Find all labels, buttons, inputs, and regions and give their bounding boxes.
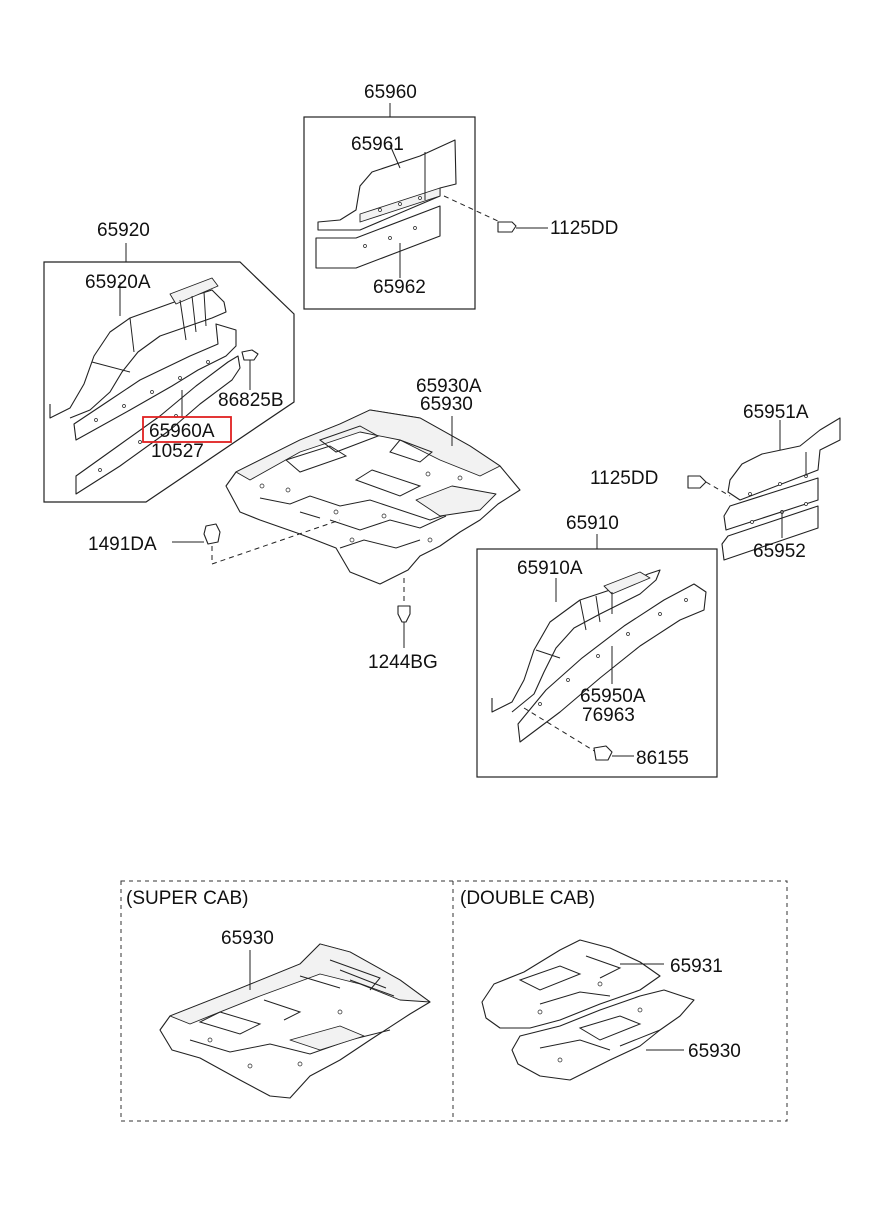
bracket-65961 xyxy=(317,139,457,231)
label-65930: 65930 xyxy=(420,394,473,415)
label-double-65930: 65930 xyxy=(688,1041,741,1062)
highlight-box-65960a xyxy=(142,416,232,443)
label-86825b: 86825B xyxy=(218,390,284,411)
bolt-1244bg: 1244BG xyxy=(368,578,438,673)
group-65920: 65920 65920A 65960A 10527 86825B xyxy=(43,220,295,503)
rail-10527 xyxy=(75,355,241,495)
bracket-65962 xyxy=(315,205,441,269)
label-super-cab: (SUPER CAB) xyxy=(126,888,248,909)
box-65920 xyxy=(43,261,295,503)
clip-1491da: 1491DA xyxy=(88,519,341,565)
label-65962: 65962 xyxy=(373,277,426,298)
label-65961: 65961 xyxy=(351,134,404,155)
label-double-65931: 65931 xyxy=(670,956,723,977)
group-65960: 65960 65961 65962 1125DD xyxy=(303,82,618,310)
label-1125dd-right: 1125DD xyxy=(590,468,658,489)
clip-1491da-shape xyxy=(203,523,221,545)
bolt-86155 xyxy=(593,745,613,761)
bolt-1125dd-top xyxy=(497,221,517,233)
label-65950a: 65950A xyxy=(580,686,646,707)
label-1125dd-top: 1125DD xyxy=(550,218,618,239)
rail-65920a xyxy=(49,289,227,419)
label-65952: 65952 xyxy=(753,541,806,562)
label-65960a: 65960A xyxy=(149,421,215,442)
rail-65960a xyxy=(73,323,237,441)
label-65930a: 65930A xyxy=(416,376,482,397)
bolt-86825b xyxy=(241,349,259,361)
label-65910: 65910 xyxy=(566,513,619,534)
bolt-1125dd-right xyxy=(687,475,707,489)
double-cab-floor-65930 xyxy=(511,989,695,1081)
cab-variants-box xyxy=(120,880,788,1122)
rail-65910a xyxy=(491,569,661,713)
panel-65951a-lower xyxy=(723,477,819,531)
label-65920a: 65920A xyxy=(85,272,151,293)
group-65951a: 65951A 65952 1125DD xyxy=(590,402,841,562)
label-1244bg: 1244BG xyxy=(368,652,438,673)
label-65960: 65960 xyxy=(364,82,417,103)
label-10527: 10527 xyxy=(151,441,204,462)
cab-variants: (SUPER CAB) (DOUBLE CAB) 65930 65931 659… xyxy=(120,880,788,1122)
label-86155: 86155 xyxy=(636,748,689,769)
label-76963: 76963 xyxy=(582,705,635,726)
group-65910: 65910 65910A 65950A 76963 86155 xyxy=(476,513,718,778)
label-65910a: 65910A xyxy=(517,558,583,579)
panel-65952 xyxy=(721,505,819,561)
label-65920: 65920 xyxy=(97,220,150,241)
label-1491da: 1491DA xyxy=(88,534,157,555)
bolt-1244bg-shape xyxy=(397,605,411,623)
floor-panel-65930: 65930A 65930 xyxy=(225,376,521,585)
label-65951a: 65951A xyxy=(743,402,809,423)
panel-65951a xyxy=(727,417,841,501)
label-super-65930: 65930 xyxy=(221,928,274,949)
label-double-cab: (DOUBLE CAB) xyxy=(460,888,595,909)
double-cab-floor-65931 xyxy=(481,939,661,1029)
